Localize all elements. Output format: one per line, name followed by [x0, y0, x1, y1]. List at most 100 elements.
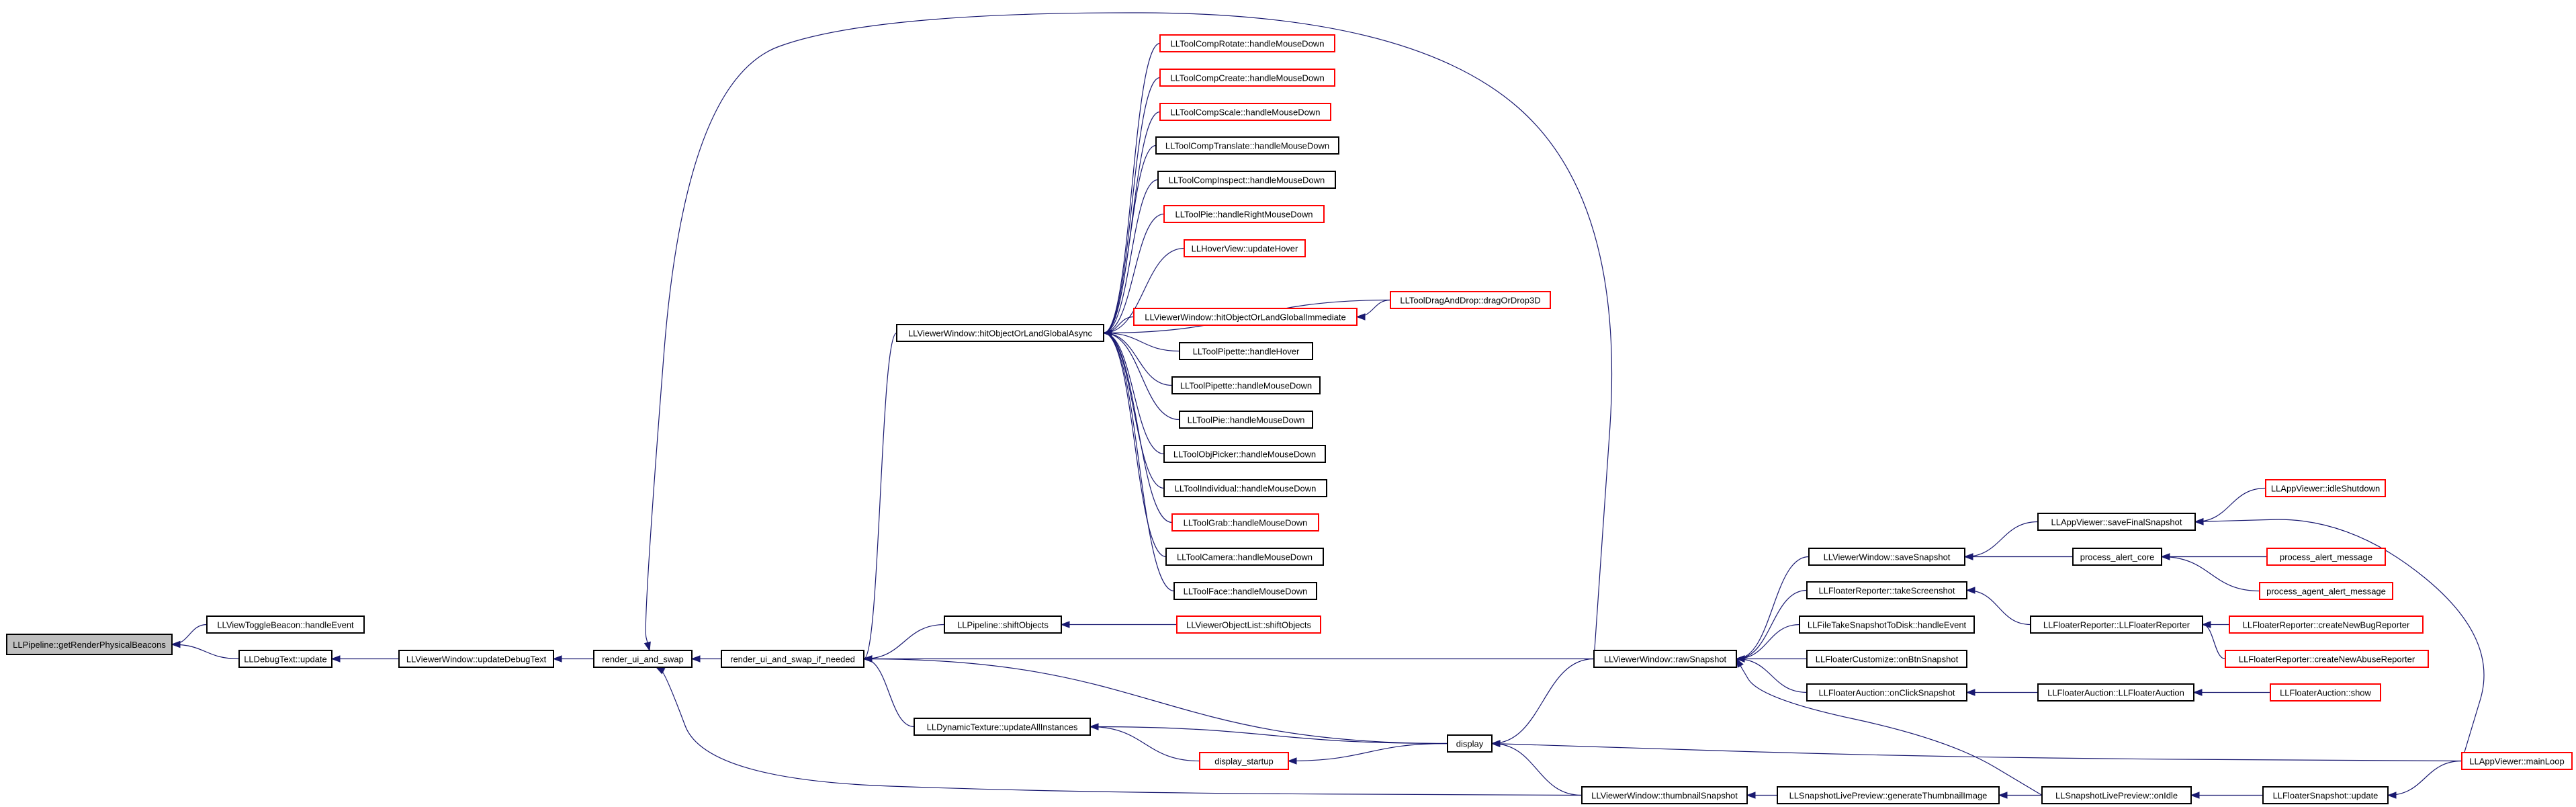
node-label: LLAppViewer::mainLoop [2469, 757, 2564, 767]
node-toggleBeacon[interactable]: LLViewToggleBeacon::handleEvent [206, 615, 365, 634]
node-onIdle[interactable]: LLSnapshotLivePreview::onIdle [2041, 786, 2192, 804]
edge-line [171, 624, 208, 645]
node-compScale[interactable]: LLToolCompScale::handleMouseDown [1159, 103, 1331, 121]
node-display[interactable]: display [1447, 734, 1493, 753]
node-box [1176, 615, 1321, 634]
node-box [1163, 205, 1325, 223]
node-newAbuse[interactable]: LLFloaterReporter::createNewAbuseReporte… [2225, 650, 2429, 668]
node-box [1171, 376, 1321, 394]
node-displayStartup[interactable]: display_startup [1199, 752, 1289, 770]
node-shiftObjects[interactable]: LLPipeline::shiftObjects [944, 615, 1062, 634]
node-newBug[interactable]: LLFloaterReporter::createNewBugReporter [2229, 615, 2424, 634]
node-label: display_startup [1214, 757, 1273, 767]
edge-auctionShow-to-auctionCtor [2192, 689, 2270, 696]
node-idleShutdown[interactable]: LLAppViewer::idleShutdown [2265, 479, 2386, 497]
node-saveFinal[interactable]: LLAppViewer::saveFinalSnapshot [2037, 513, 2196, 531]
edge-arrowhead [1102, 329, 1112, 337]
node-camera[interactable]: LLToolCamera::handleMouseDown [1165, 548, 1324, 566]
node-compTranslate[interactable]: LLToolCompTranslate::handleMouseDown [1155, 136, 1339, 155]
node-saveSnapshot[interactable]: LLViewerWindow::saveSnapshot [1808, 548, 1965, 566]
node-updateDebugText[interactable]: LLViewerWindow::updateDebugText [398, 650, 554, 668]
node-box [1806, 650, 1967, 668]
node-box [721, 650, 864, 668]
edge-onIdle-to-rawSnapshot [1736, 658, 2043, 796]
node-pieRight[interactable]: LLToolPie::handleRightMouseDown [1163, 205, 1325, 223]
node-label: LLAppViewer::saveFinalSnapshot [2051, 517, 2182, 527]
edge-renderUiSwap-to-updateDebugText [552, 655, 594, 663]
node-hitAsync[interactable]: LLViewerWindow::hitObjectOrLandGlobalAsy… [896, 324, 1104, 342]
node-auctionCtor[interactable]: LLFloaterAuction::LLFloaterAuction [2037, 683, 2194, 702]
edge-line [1103, 144, 1157, 334]
node-box [1199, 752, 1289, 770]
node-renderUiSwapIfNeeded[interactable]: render_ui_and_swap_if_needed [721, 650, 864, 668]
node-pieDown[interactable]: LLToolPie::handleMouseDown [1179, 411, 1313, 429]
node-face[interactable]: LLToolFace::handleMouseDown [1173, 582, 1317, 600]
node-compCreate[interactable]: LLToolCompCreate::handleMouseDown [1159, 69, 1335, 87]
node-box [2225, 650, 2429, 668]
node-objListShift[interactable]: LLViewerObjectList::shiftObjects [1176, 615, 1321, 634]
edge-debugText-to-root [171, 640, 240, 660]
node-thumbSnapshot[interactable]: LLViewerWindow::thumbnailSnapshot [1581, 786, 1748, 804]
edge-line [1491, 742, 2462, 762]
edge-thumbSnapshot-to-display [1491, 740, 1583, 796]
node-mainLoop[interactable]: LLAppViewer::mainLoop [2461, 752, 2573, 770]
node-label: LLFileTakeSnapshotToDisk::handleEvent [1808, 620, 1967, 630]
node-label: LLToolDragAndDrop::dragOrDrop3D [1400, 296, 1540, 306]
node-alertCore[interactable]: process_alert_core [2072, 548, 2162, 566]
edge-line [1103, 332, 1167, 558]
node-label: LLFloaterReporter::createNewAbuseReporte… [2239, 654, 2415, 665]
edge-line [2161, 556, 2260, 592]
node-grab[interactable]: LLToolGrab::handleMouseDown [1171, 513, 1319, 532]
node-compRotate[interactable]: LLToolCompRotate::handleMouseDown [1159, 34, 1335, 52]
node-box [1799, 615, 1975, 634]
node-box [2041, 786, 2192, 804]
node-snapUpdate[interactable]: LLFloaterSnapshot::update [2262, 786, 2389, 804]
node-box [1593, 650, 1737, 668]
node-auctionClick[interactable]: LLFloaterAuction::onClickSnapshot [1806, 683, 1967, 702]
node-individual[interactable]: LLToolIndividual::handleMouseDown [1163, 479, 1327, 497]
node-box [1447, 734, 1493, 753]
edge-objListShift-to-shiftObjects [1060, 621, 1177, 628]
node-renderUiSwap[interactable]: render_ui_and_swap [593, 650, 693, 668]
node-box [2072, 548, 2162, 566]
node-objPicker[interactable]: LLToolObjPicker::handleMouseDown [1163, 445, 1326, 463]
edge-arrowhead [2201, 621, 2211, 628]
edge-line [1288, 742, 1448, 762]
node-rawSnapshot[interactable]: LLViewerWindow::rawSnapshot [1593, 650, 1737, 668]
node-label: LLToolCompRotate::handleMouseDown [1171, 39, 1325, 49]
node-agentAlert[interactable]: process_agent_alert_message [2259, 582, 2393, 600]
node-root[interactable]: LLPipeline::getRenderPhysicalBeacons [6, 634, 173, 655]
edge-reporterCtor-to-takeScreenshot [1965, 587, 2031, 626]
node-label: LLAppViewer::idleShutdown [2271, 484, 2380, 494]
node-genThumb[interactable]: LLSnapshotLivePreview::generateThumbnail… [1777, 786, 2000, 804]
node-hoverView[interactable]: LLHoverView::updateHover [1184, 239, 1306, 257]
node-dynTex[interactable]: LLDynamicTexture::updateAllInstances [914, 718, 1091, 736]
edge-line [1090, 726, 1448, 745]
node-customize[interactable]: LLFloaterCustomize::onBtnSnapshot [1806, 650, 1967, 668]
node-label: display [1456, 739, 1484, 749]
node-label: LLViewerWindow::updateDebugText [406, 654, 547, 665]
node-takeScreenshot[interactable]: LLFloaterReporter::takeScreenshot [1806, 581, 1967, 599]
edge-line [2194, 519, 2485, 761]
node-dragDrop[interactable]: LLToolDragAndDrop::dragOrDrop3D [1390, 291, 1551, 309]
edge-arrowhead [1736, 658, 1744, 668]
node-auctionShow[interactable]: LLFloaterAuction::show [2270, 683, 2381, 702]
edge-mainLoop-to-saveFinal [2194, 517, 2485, 761]
edge-alertMsg-to-alertCore [2160, 553, 2267, 560]
node-reporterCtor[interactable]: LLFloaterReporter::LLFloaterReporter [2030, 615, 2203, 634]
edge-arrowhead [1060, 621, 1070, 628]
edge-dragDrop-to-hitImmediate [1356, 299, 1391, 321]
node-debugText[interactable]: LLDebugText::update [238, 650, 332, 668]
node-alertMsg[interactable]: process_alert_message [2266, 548, 2386, 566]
node-label: LLToolPipette::handleHover [1193, 347, 1300, 357]
edge-rawSnapshot-to-renderUiSwapIfNeeded [862, 655, 1594, 663]
node-pipetteDown[interactable]: LLToolPipette::handleMouseDown [1171, 376, 1321, 394]
node-label: LLToolGrab::handleMouseDown [1184, 518, 1308, 528]
node-fileTake[interactable]: LLFileTakeSnapshotToDisk::handleEvent [1799, 615, 1975, 634]
node-pipetteHover[interactable]: LLToolPipette::handleHover [1179, 342, 1313, 360]
node-label: LLToolCompCreate::handleMouseDown [1170, 73, 1325, 83]
node-compInspect[interactable]: LLToolCompInspect::handleMouseDown [1157, 171, 1336, 189]
node-label: LLToolCompTranslate::handleMouseDown [1165, 141, 1329, 151]
node-hitImmediate[interactable]: LLViewerWindow::hitObjectOrLandGlobalImm… [1133, 308, 1358, 326]
node-label: LLViewerWindow::rawSnapshot [1604, 654, 1727, 665]
